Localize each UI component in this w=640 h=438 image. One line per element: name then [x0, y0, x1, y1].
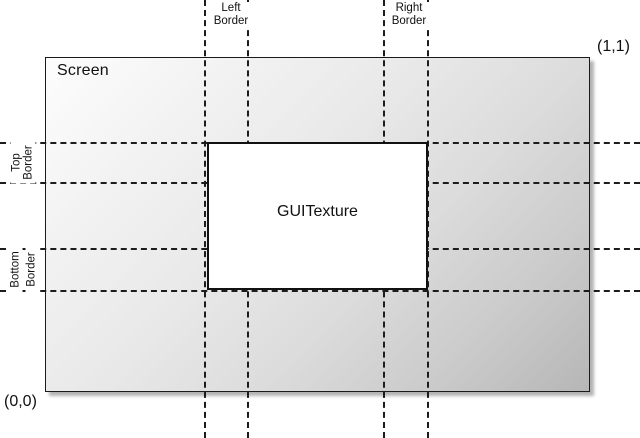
- guide-line-bottom-outer: [0, 290, 640, 292]
- coordinate-top-right: (1,1): [597, 38, 630, 55]
- bottom-border-label: Bottom: [9, 243, 23, 296]
- left-border-label-line1: Left: [221, 2, 241, 14]
- guitexture-rectangle: [207, 142, 428, 290]
- bottom-border-label-line2: Border: [25, 252, 38, 287]
- screen-label: Screen: [57, 62, 109, 79]
- top-border-label-second: Border: [22, 141, 36, 184]
- bottom-border-label-line1: Bottom: [9, 251, 22, 288]
- left-border-label: Left Border: [211, 2, 251, 28]
- right-border-label-line2: Border: [391, 15, 427, 27]
- right-border-label: Right Border: [388, 2, 430, 28]
- right-border-label-line1: Right: [395, 2, 423, 14]
- top-border-label-line2: Border: [22, 145, 35, 180]
- left-border-label-line2: Border: [213, 15, 249, 27]
- guitexture-label: GUITexture: [277, 203, 358, 220]
- guide-line-right-outer: [427, 0, 429, 438]
- guide-line-left-outer: [204, 0, 206, 438]
- coordinate-bottom-left: (0,0): [4, 393, 37, 410]
- bottom-border-label-second: Border: [25, 243, 39, 296]
